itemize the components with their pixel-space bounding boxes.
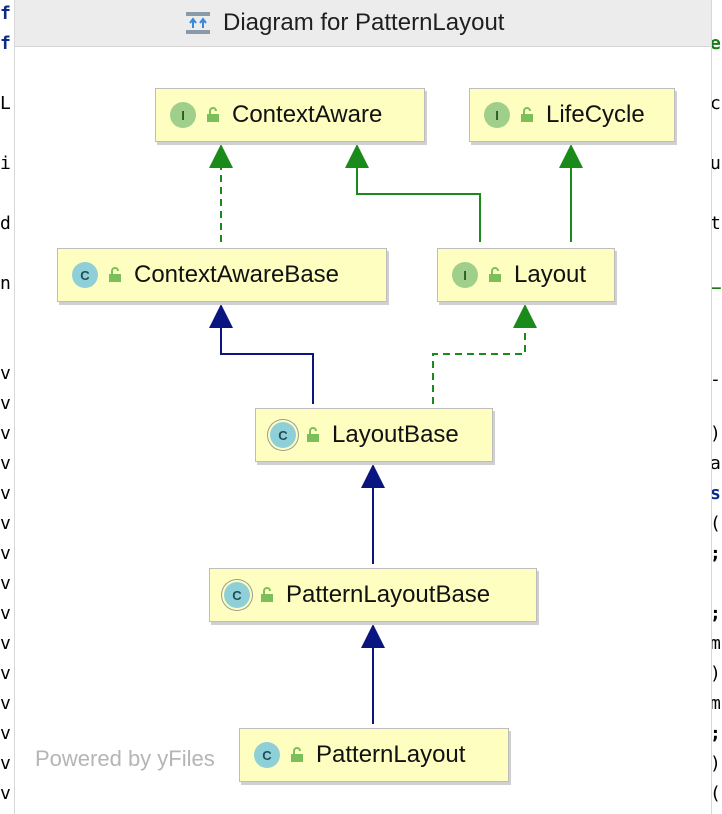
node-label: ContextAwareBase (134, 261, 340, 288)
node-patternlayoutbase[interactable]: C PatternLayoutBase (209, 568, 537, 622)
bg-char: ; (710, 543, 721, 564)
bg-char: a (710, 453, 721, 474)
node-label: ContextAware (232, 101, 383, 128)
node-layoutbase[interactable]: C LayoutBase (255, 408, 493, 462)
lock-icon (489, 267, 501, 282)
background-editor-left: f f L i d n v v v v v v v v v v v v v v … (0, 0, 14, 814)
bg-char: ) (710, 423, 721, 444)
lock-icon (261, 587, 273, 602)
bg-char: _ (710, 269, 721, 290)
bg-char: ) (710, 663, 721, 684)
edge-layout-contextaware (345, 144, 481, 242)
node-contextawarebase[interactable]: C ContextAwareBase (57, 248, 387, 302)
bg-char: ( (710, 513, 721, 534)
bg-char: v (0, 513, 11, 534)
bg-char: m (710, 693, 721, 714)
bg-char: s (710, 483, 721, 504)
diagram-popup: Diagram for PatternLayout (14, 0, 712, 814)
edge-patternlayout-patternlayoutbase (361, 624, 385, 724)
bg-char: v (0, 753, 11, 774)
bg-char: v (0, 663, 11, 684)
node-patternlayout[interactable]: C PatternLayout (239, 728, 509, 782)
bg-char: v (0, 483, 11, 504)
bg-char: ) (710, 753, 721, 774)
interface-icon: I (484, 102, 510, 128)
bg-char: m (710, 633, 721, 654)
bg-char: f (0, 3, 11, 24)
node-label: PatternLayoutBase (286, 581, 491, 608)
lock-icon (291, 747, 303, 762)
node-label: PatternLayout (316, 741, 466, 768)
node-contextaware[interactable]: I ContextAware (155, 88, 425, 142)
bg-char: d (0, 213, 11, 234)
bg-char: i (0, 153, 11, 174)
interface-icon: I (452, 262, 478, 288)
popup-titlebar[interactable]: Diagram for PatternLayout (15, 0, 711, 47)
bg-char: v (0, 603, 11, 624)
bg-char: v (0, 393, 11, 414)
bg-char: t (710, 213, 721, 234)
bg-char: L (0, 93, 11, 114)
bg-char: v (0, 633, 11, 654)
bg-char: v (0, 573, 11, 594)
bg-char: e (710, 33, 721, 54)
edge-patternlayoutbase-layoutbase (361, 464, 385, 564)
edge-contextawarebase-contextaware (209, 144, 233, 242)
edge-layer (209, 144, 583, 724)
class-icon: C (72, 262, 98, 288)
node-layout[interactable]: I Layout (437, 248, 615, 302)
bg-char: ; (710, 723, 721, 744)
node-label: LayoutBase (332, 421, 459, 448)
bg-char: n (0, 273, 11, 294)
bg-char: v (0, 363, 11, 384)
bg-char: ; (710, 603, 721, 624)
bg-char: v (0, 783, 11, 804)
bg-char: ( (710, 783, 721, 804)
edge-layoutbase-contextawarebase (209, 304, 314, 404)
lock-icon (307, 427, 319, 442)
node-label: Layout (514, 261, 587, 288)
lock-icon (109, 267, 121, 282)
diagram-icon (186, 12, 210, 34)
bg-char: u (710, 153, 721, 174)
bg-char: f (0, 33, 11, 54)
background-editor-right: e c u t _ - ) a s ( ; ; m ) m ; ) ( (710, 0, 722, 814)
class-icon: C (254, 742, 280, 768)
bg-char: v (0, 723, 11, 744)
lock-icon (521, 107, 533, 122)
edge-layoutbase-layout (432, 304, 537, 404)
node-label: LifeCycle (546, 101, 645, 128)
diagram-canvas[interactable]: I ContextAware I LifeCycle C ContextAwar… (15, 46, 711, 814)
bg-char: - (710, 369, 721, 390)
bg-char: v (0, 423, 11, 444)
popup-title: Diagram for PatternLayout (223, 9, 505, 36)
powered-by-label: Powered by yFiles (35, 746, 215, 771)
bg-char: v (0, 453, 11, 474)
interface-icon: I (170, 102, 196, 128)
lock-icon (207, 107, 219, 122)
bg-char: v (0, 693, 11, 714)
abstract-class-icon: C (270, 422, 296, 448)
node-lifecycle[interactable]: I LifeCycle (469, 88, 675, 142)
bg-char: c (710, 93, 721, 114)
abstract-class-icon: C (224, 582, 250, 608)
edge-layout-lifecycle (559, 144, 583, 242)
bg-char: v (0, 543, 11, 564)
